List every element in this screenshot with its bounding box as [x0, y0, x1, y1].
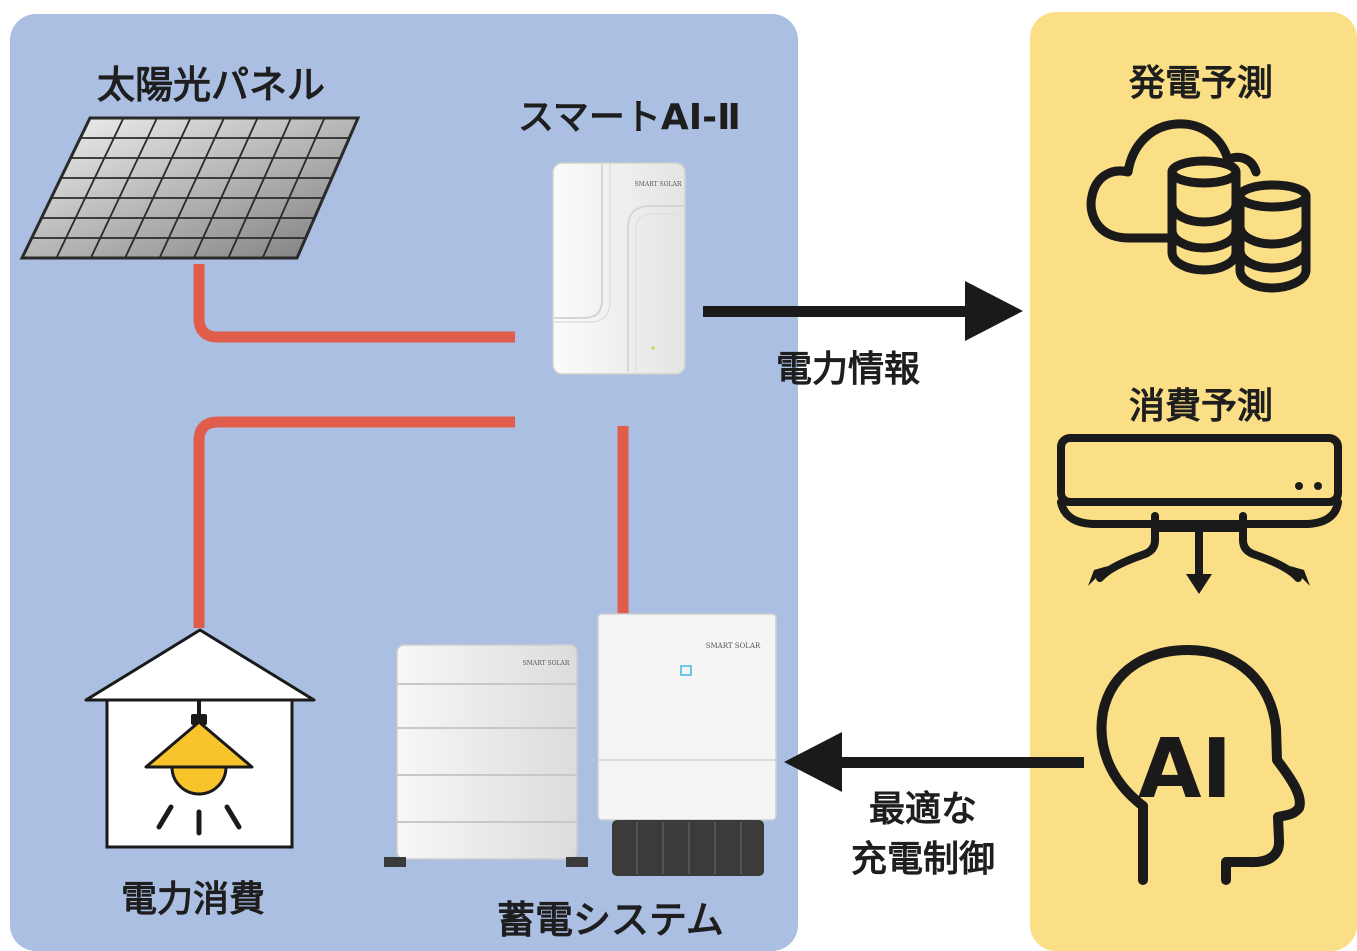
air-conditioner-icon [1057, 434, 1342, 586]
storage-label: 蓄電システム [497, 898, 724, 942]
battery-stack-unit: SMART SOLAR [384, 644, 588, 867]
charge-control-label-line2: 充電制御 [850, 839, 995, 880]
charge-control-label-line1: 最適な [868, 789, 977, 830]
light-bulb-icon [144, 700, 254, 836]
cable-controller-to-house [193, 416, 515, 628]
smart-controller-device: SMART SOLAR [552, 162, 686, 375]
power-conditioner-unit: SMART SOLAR [597, 613, 777, 876]
ai-icon-text: AI [1138, 722, 1232, 817]
consumption-forecast-label: 消費予測 [1128, 386, 1273, 427]
charge-control-arrow [784, 732, 1084, 792]
conditioner-logo-text: SMART SOLAR [706, 642, 761, 650]
ai-head-icon: AI [1096, 645, 1305, 885]
power-cables [193, 264, 629, 628]
cloud-database-icon [1086, 119, 1311, 293]
battery-logo-text: SMART SOLAR [523, 660, 570, 667]
solar-panel-image [19, 116, 361, 260]
cable-solar-to-controller [193, 264, 515, 343]
airflow-arrowheads [1088, 566, 1310, 594]
controller-label: スマートAI-Ⅱ [518, 97, 741, 138]
power-info-label: 電力情報 [776, 349, 921, 390]
controller-logo-text: SMART SOLAR [635, 181, 682, 188]
solar-panel-label: 太陽光パネル [97, 63, 326, 107]
power-info-arrow [703, 281, 1023, 341]
consumption-label: 電力消費 [121, 879, 266, 920]
generation-forecast-label: 発電予測 [1128, 63, 1273, 104]
